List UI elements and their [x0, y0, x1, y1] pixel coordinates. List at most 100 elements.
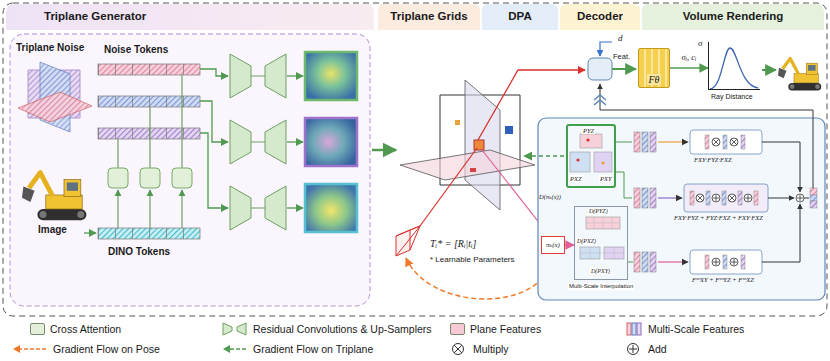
- node-title: Triplane Grids: [390, 10, 467, 23]
- dpa-illustration: [650, 252, 656, 272]
- decoder-mlp: Fθ: [638, 48, 670, 88]
- generator-illustration: [98, 228, 200, 239]
- generator-illustration: [140, 168, 160, 188]
- generator-illustration: [181, 190, 182, 228]
- section-band: Decoder: [560, 4, 640, 30]
- dpa-illustration: [690, 191, 694, 205]
- dpa-illustration: [538, 118, 825, 300]
- dpa-illustration: [705, 255, 709, 269]
- dpa-illustration: [658, 141, 688, 142]
- generator-illustration: [117, 190, 118, 228]
- generator-illustration: [200, 69, 228, 76]
- dpa-illustration: [524, 84, 825, 300]
- dpa-illustration: [650, 132, 656, 152]
- dpa-illustration: [594, 152, 612, 172]
- formula-caption: FXY·FYZ + FYZ·FXZ + FXY·FXZ: [674, 214, 763, 221]
- legend-sample: [223, 345, 230, 353]
- node-title: DPA: [508, 10, 531, 23]
- triplane-illustration: [406, 256, 552, 299]
- dpa-illustration: [741, 255, 745, 269]
- dpa-illustration: [580, 134, 602, 148]
- generator-illustration: [287, 207, 303, 208]
- generator-illustration: [372, 149, 396, 152]
- decoder-illustration: [612, 68, 636, 70]
- section-band: Triplane Grids: [378, 4, 480, 30]
- dpa-illustration: [570, 152, 590, 172]
- dpa-illustration: [601, 161, 604, 164]
- generator-illustration: [98, 128, 200, 139]
- generator-illustration: [181, 75, 182, 168]
- legend-sample: [222, 342, 248, 356]
- formula-caption: FXY·FYZ·FXZ: [694, 156, 732, 163]
- legend-sample: [629, 345, 637, 353]
- dpa-illustration: [576, 158, 579, 161]
- generator-illustration: [98, 96, 200, 107]
- dpa-illustration: [642, 252, 648, 272]
- decoder-illustration: [588, 42, 821, 90]
- dpa-illustration: [810, 195, 817, 201]
- legend-sample: [637, 323, 641, 335]
- triplane-illustration: [465, 80, 500, 210]
- dpa-illustration: [658, 261, 688, 262]
- legend-sample: [625, 322, 643, 336]
- triplane-illustration: [505, 126, 513, 134]
- legend-sample: [222, 322, 248, 336]
- figure-label: Triplane Noise: [16, 42, 84, 54]
- dpa-illustration: [634, 132, 640, 152]
- density-plot: σRay Distance: [708, 42, 760, 90]
- generator-illustration: [84, 232, 96, 233]
- feature-label: Feat.: [613, 53, 630, 62]
- legend-text: Plane Features: [470, 322, 541, 336]
- generator-illustration: [149, 107, 150, 168]
- generator-illustration: [305, 52, 357, 100]
- node-title: Volume Rendering: [683, 10, 784, 23]
- dpa-illustration: [594, 100, 606, 105]
- node-text: D(PXY): [590, 268, 611, 275]
- dpa-illustration: [738, 191, 742, 205]
- dpa-illustration: [616, 142, 632, 143]
- node-text: Ray Distance: [711, 93, 753, 101]
- triplane-illustration: [474, 140, 484, 150]
- projection-arrow: [565, 244, 574, 246]
- pose-formula: Tᵢ* = [Rᵢ|tᵢ]: [430, 238, 476, 250]
- dpa-illustration: [723, 255, 727, 269]
- dpa-illustration: [754, 191, 758, 205]
- decoder-illustration: [762, 69, 776, 71]
- generator-illustration: [172, 168, 192, 188]
- plane-feature-box: PYZPXZPXY: [566, 124, 616, 188]
- dpa-illustration: [650, 188, 656, 208]
- legend-sample: [237, 323, 246, 335]
- node-text: PYZ: [582, 127, 595, 134]
- legend-text: Gradient Flow on Pose: [53, 342, 160, 356]
- triplane-illustration: [396, 226, 420, 256]
- dpa-illustration: [712, 194, 720, 202]
- generator-illustration: [98, 228, 200, 239]
- dpa-illustration: [586, 138, 589, 141]
- legend-sample: [453, 344, 464, 355]
- dpa-illustration: [741, 135, 745, 149]
- dpa-illustration: [804, 198, 809, 199]
- triplane-illustration: [420, 148, 477, 226]
- dpa-illustration: [524, 155, 564, 157]
- legend-sample: [627, 323, 631, 335]
- formula-caption: FᵐˢXY + FᵐˢYZ + FᵐˢXZ: [692, 276, 754, 283]
- projection-box: πₖ(x): [541, 236, 565, 254]
- legend-text: Gradient Flow on Triplane: [253, 342, 373, 356]
- figure-label: Image: [38, 224, 67, 236]
- node-text: PXY: [599, 175, 613, 182]
- dpa-illustration: [634, 252, 640, 272]
- dpa-illustration: [730, 258, 738, 266]
- legend-sample: [628, 344, 639, 355]
- dpa-illustration: [586, 217, 620, 229]
- dpa-illustration: [642, 188, 648, 208]
- generator-illustration: [200, 101, 228, 142]
- dpa-illustration: [723, 135, 727, 149]
- generator-illustration: [230, 54, 286, 98]
- generator-illustration: [305, 184, 357, 232]
- dpa-illustration: [705, 135, 709, 149]
- triplane-illustration: [400, 150, 535, 180]
- interpolation-box: D(PYZ)D(PXZ)D(PXY)Multi-Scale Interpolat…: [574, 206, 628, 280]
- dpa-illustration: [628, 262, 633, 263]
- node-title: Decoder: [577, 10, 623, 23]
- figure-label: Noise Tokens: [104, 44, 168, 56]
